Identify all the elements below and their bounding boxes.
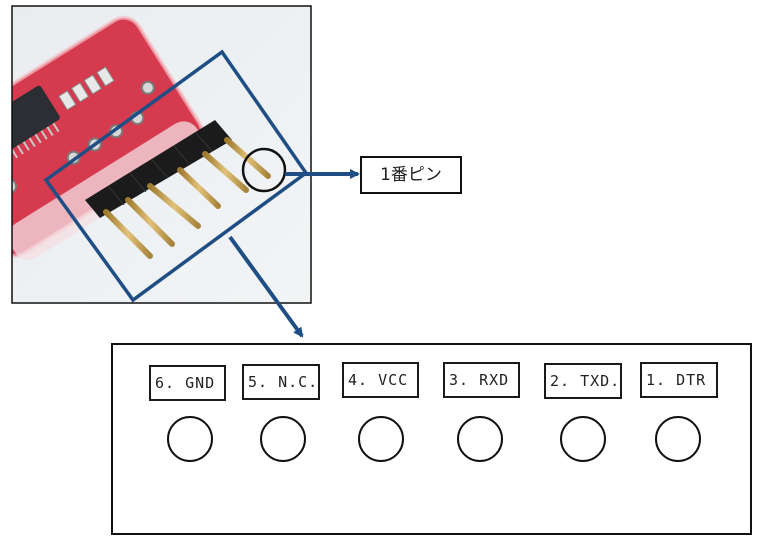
pin-hole-1 [655, 416, 701, 462]
pin-hole-3 [457, 416, 503, 462]
pin-label-1: 1. DTR [640, 362, 718, 398]
panel-arrow [228, 235, 304, 338]
ic-chip [12, 85, 60, 155]
pin-2 [202, 151, 249, 193]
pcb-board [12, 17, 203, 256]
pin-3 [177, 167, 221, 209]
pin-label-3: 3. RXD [443, 362, 520, 398]
pin-6 [103, 209, 153, 259]
pin-hole-6 [167, 416, 213, 462]
pin-label-5: 5. N.C. [242, 364, 320, 400]
pin1-marker-circle [241, 147, 287, 193]
photo-frame [11, 5, 312, 304]
pin-4 [147, 183, 201, 229]
pin-label-2: 2. TXD. [544, 363, 622, 399]
pin-hole-2 [560, 416, 606, 462]
pin-label-4: 4. VCC [342, 362, 419, 398]
pin-5 [125, 197, 175, 247]
pin-label-6: 6. GND [149, 365, 226, 401]
module-photo [12, 6, 311, 303]
gold-pins [103, 137, 271, 259]
pin-hole-5 [260, 416, 306, 462]
pin1-callout-label: 1番ピン [360, 156, 462, 194]
highlight-box [43, 49, 309, 303]
pin-header [85, 120, 232, 218]
pin-hole-4 [358, 416, 404, 462]
